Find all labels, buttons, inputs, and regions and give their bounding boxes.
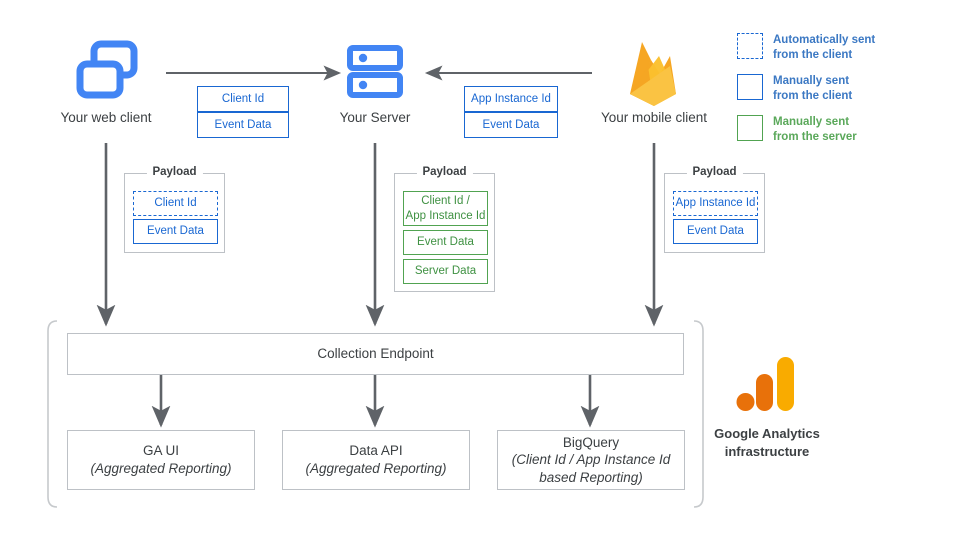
legend-line1-manual-server: Manually sent: [773, 116, 850, 128]
legend-item-manual-client: Manually sent from the client: [737, 74, 852, 104]
payload-web-client: Payload Client Id Event Data: [124, 166, 225, 253]
output-data-api-title: Data API: [349, 443, 403, 459]
payload-chip-event-data-mobile: Event Data: [673, 219, 758, 244]
output-bigquery-title: BigQuery: [562, 434, 620, 450]
output-ga-ui-title: GA UI: [142, 443, 179, 459]
payload-chip-event-data: Event Data: [133, 219, 218, 244]
legend-item-manual-server: Manually sent from the server: [737, 115, 857, 145]
server-icon: [347, 44, 403, 105]
legend-line1-auto: Automatically sent: [773, 34, 876, 46]
transit-chip-event-data-mobile: Event Data: [464, 112, 558, 138]
legend-text-automatic-client: Automatically sent from the client: [773, 33, 875, 63]
legend-swatch-dashed-blue: [737, 33, 763, 59]
output-bigquery-subtitle: (Client Id / App Instance Id based Repor…: [511, 452, 671, 485]
output-box-bigquery: BigQuery (Client Id / App Instance Id ba…: [497, 430, 685, 490]
payload-chip-event-data-server: Event Data: [403, 230, 488, 255]
legend-line2-manual-server: from the server: [773, 131, 857, 144]
ga-infrastructure-label: Google Analytics infrastructure: [687, 425, 847, 460]
payload-chip-client-id: Client Id: [133, 191, 218, 216]
payload-server: Payload Client Id / App Instance Id Even…: [394, 166, 495, 292]
ga-label-line1: Google Analytics: [714, 426, 820, 441]
legend-item-automatic-client: Automatically sent from the client: [737, 33, 875, 63]
payload-web-client-title: Payload: [146, 166, 203, 178]
legend-text-manual-server: Manually sent from the server: [773, 115, 857, 145]
infrastructure-bracket-right: [693, 320, 704, 508]
payload-mobile-client-title: Payload: [686, 166, 743, 178]
legend-swatch-solid-green: [737, 115, 763, 141]
legend-line2-auto: from the client: [773, 49, 853, 62]
payload-chip-client-or-app-instance-id: Client Id / App Instance Id: [403, 191, 488, 226]
legend-swatch-solid-blue: [737, 74, 763, 100]
legend-text-manual-client: Manually sent from the client: [773, 74, 852, 104]
legend-line2-manual-client: from the client: [773, 90, 853, 103]
web-client-icon: [72, 36, 142, 111]
firebase-icon: [618, 36, 690, 115]
output-box-data-api: Data API (Aggregated Reporting): [282, 430, 470, 490]
web-client-label: Your web client: [60, 110, 152, 125]
transit-chip-event-data: Event Data: [197, 112, 289, 138]
infrastructure-bracket-left: [47, 320, 58, 508]
legend-line1-manual-client: Manually sent: [773, 75, 850, 87]
ga-label-line2: infrastructure: [724, 443, 810, 459]
payload-chip-app-instance-id: App Instance Id: [673, 191, 758, 216]
google-analytics-icon: [735, 355, 799, 422]
server-label: Your Server: [339, 110, 411, 125]
payload-server-title: Payload: [416, 166, 473, 178]
collection-endpoint-label: Collection Endpoint: [317, 346, 434, 362]
transit-chip-app-instance-id: App Instance Id: [464, 86, 558, 112]
collection-endpoint-box: Collection Endpoint: [67, 333, 684, 375]
transit-chip-client-id: Client Id: [197, 86, 289, 112]
mobile-client-label: Your mobile client: [600, 110, 708, 125]
output-ga-ui-subtitle: (Aggregated Reporting): [90, 461, 232, 476]
payload-mobile-client: Payload App Instance Id Event Data: [664, 166, 765, 253]
output-box-ga-ui: GA UI (Aggregated Reporting): [67, 430, 255, 490]
output-data-api-subtitle: (Aggregated Reporting): [305, 461, 447, 476]
payload-chip-server-data: Server Data: [403, 259, 488, 284]
